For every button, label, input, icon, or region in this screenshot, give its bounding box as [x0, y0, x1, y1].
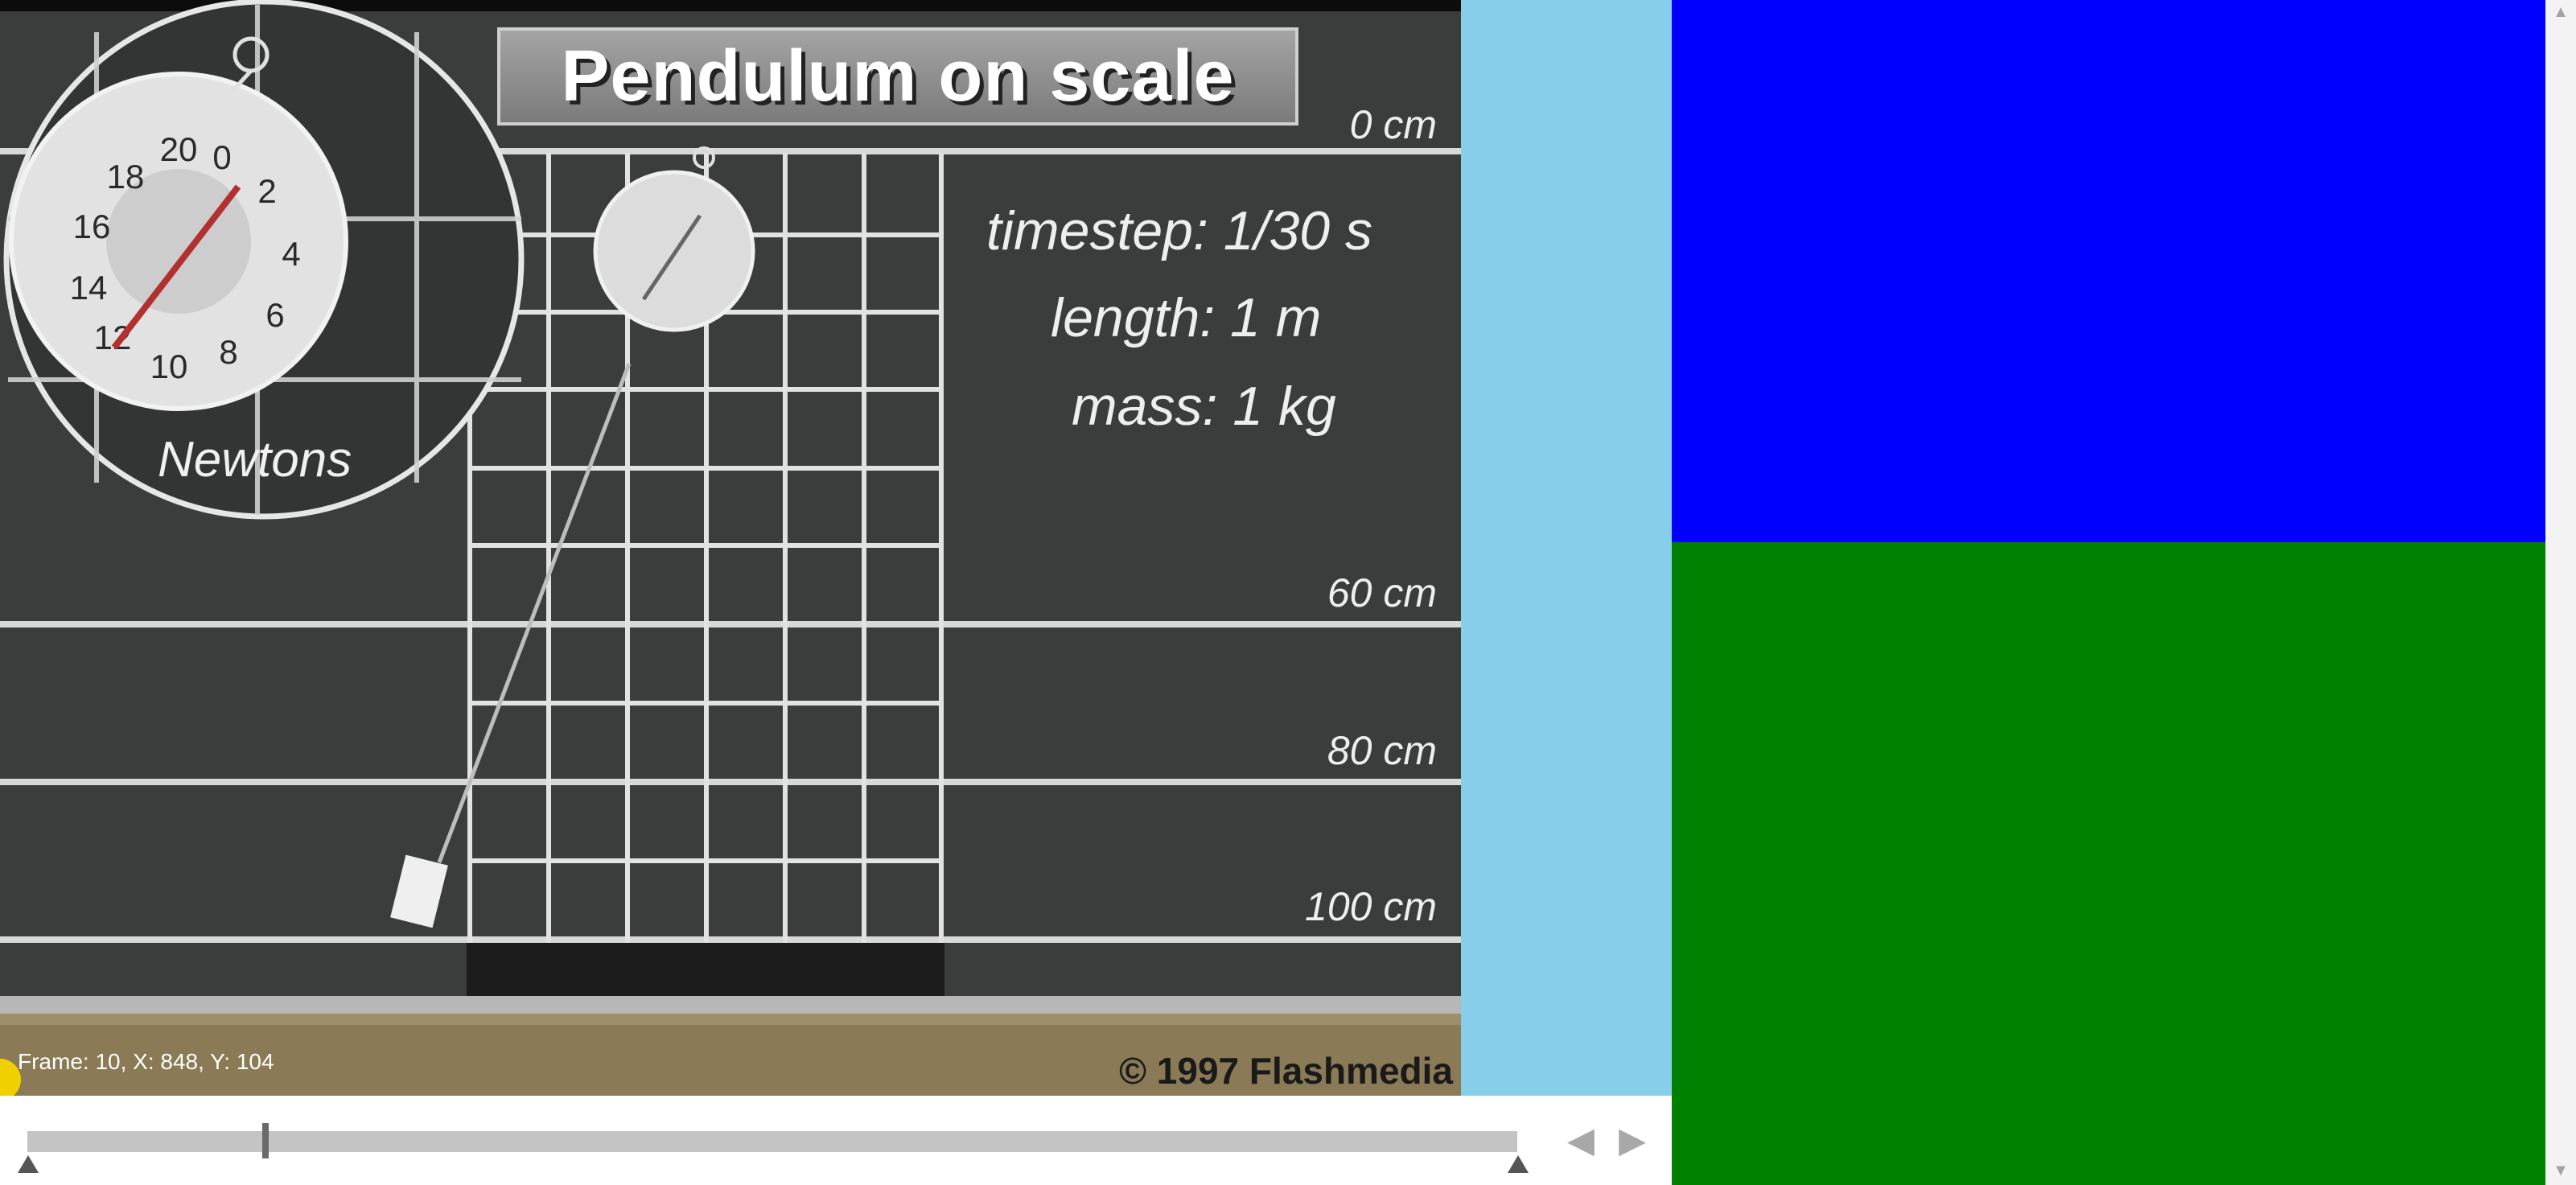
svg-text:14: 14: [70, 269, 108, 307]
svg-text:20: 20: [160, 130, 198, 168]
next-frame-button[interactable]: ▶: [1619, 1120, 1646, 1160]
svg-text:2: 2: [257, 172, 276, 210]
playback-controls: ◀ ▶: [0, 1096, 1672, 1185]
param-mass: mass: 1 kg: [1072, 376, 1336, 437]
vertical-scrollbar[interactable]: ▲ ▼: [2545, 0, 2576, 1185]
scroll-up-icon[interactable]: ▲: [2553, 3, 2569, 21]
playback-slider-track[interactable]: [27, 1131, 1517, 1152]
green-panel: [1672, 542, 2545, 1185]
previous-frame-button[interactable]: ◀: [1567, 1120, 1595, 1160]
svg-text:8: 8: [219, 333, 237, 371]
svg-text:4: 4: [282, 235, 300, 273]
pendulum-weight: [390, 854, 448, 928]
svg-text:18: 18: [107, 158, 145, 195]
svg-text:10: 10: [150, 348, 188, 385]
height-mark-80: 80 cm: [1327, 728, 1437, 773]
svg-text:6: 6: [265, 296, 284, 334]
copyright-text: © 1997 Flashmedia: [1119, 1050, 1453, 1092]
video-frame: 0 2 4 6 8 10 12 14 16 18 20 Pendulum on …: [0, 0, 1461, 1096]
end-marker-icon[interactable]: [1508, 1155, 1529, 1173]
svg-text:0: 0: [212, 138, 231, 176]
blackboard-scene: 0 2 4 6 8 10 12 14 16 18 20: [0, 0, 1461, 1096]
param-timestep: timestep: 1/30 s: [986, 200, 1373, 261]
video-title: Pendulum on scale: [497, 27, 1298, 125]
height-mark-60: 60 cm: [1327, 570, 1437, 615]
scale-unit-label: Newtons: [158, 432, 352, 488]
start-marker-icon[interactable]: [18, 1155, 39, 1173]
frame-readout: Frame: 10, X: 848, Y: 104: [18, 1049, 274, 1074]
pendulum-string: [437, 363, 632, 863]
playback-slider-thumb[interactable]: [262, 1123, 270, 1158]
height-mark-100: 100 cm: [1305, 884, 1437, 929]
scroll-down-icon[interactable]: ▼: [2553, 1162, 2569, 1179]
blue-panel: [1672, 0, 2545, 542]
side-panel: [1461, 0, 1672, 1096]
param-length: length: 1 m: [1051, 287, 1322, 348]
height-mark-0: 0 cm: [1349, 102, 1437, 147]
svg-text:16: 16: [73, 208, 111, 245]
